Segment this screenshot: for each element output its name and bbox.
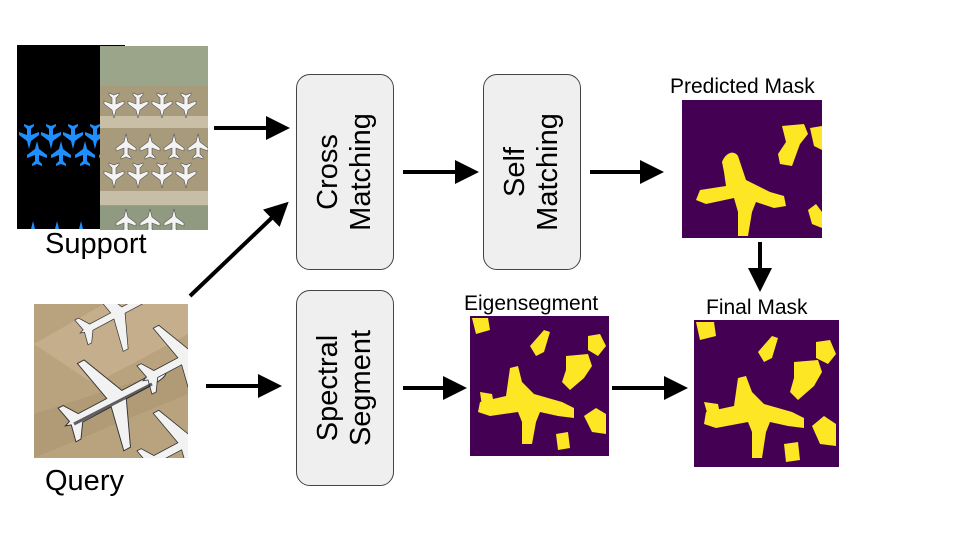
support-aerial-image (100, 46, 208, 230)
eigensegment-label: Eigensegment (464, 292, 599, 315)
cross-matching-block: Cross Matching (296, 74, 394, 270)
query-label: Query (45, 465, 124, 497)
self-matching-block: Self Matching (483, 74, 581, 270)
arrow-query-to-cross (188, 201, 289, 298)
predicted-mask-image (682, 100, 822, 238)
support-label: Support (45, 228, 147, 260)
final-mask-label: Final Mask (706, 296, 808, 319)
eigensegment-image (470, 316, 609, 456)
query-aerial-image (34, 304, 188, 458)
final-mask-image (694, 320, 839, 467)
predicted-mask-label: Predicted Mask (670, 75, 815, 98)
spectral-segment-block: Spectral Segment (296, 290, 394, 486)
